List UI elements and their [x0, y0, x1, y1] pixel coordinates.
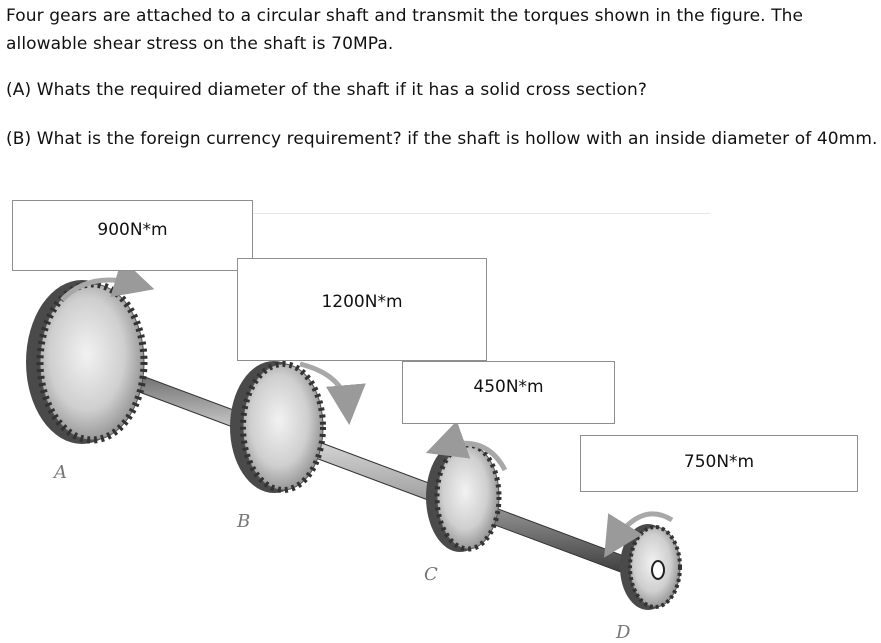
gear-label-b: B — [236, 511, 250, 532]
torque-value-c: 450N*m — [473, 377, 544, 397]
gear-label-d: D — [615, 622, 631, 643]
torque-arrow-c — [425, 420, 508, 472]
gear-label-c: C — [424, 564, 438, 585]
gear-b — [230, 361, 366, 493]
torque-box-c: 450N*m — [402, 361, 615, 424]
torque-arrow-b — [299, 361, 366, 425]
question-part-b: (B) What is the foreign currency require… — [6, 129, 878, 149]
torque-arrow-d — [604, 511, 674, 558]
torque-arrow-a — [60, 258, 155, 302]
torque-box-a: 900N*m — [12, 200, 253, 271]
divider — [12, 213, 710, 214]
torque-value-a: 900N*m — [97, 220, 168, 240]
torque-box-d: 750N*m — [580, 435, 858, 492]
question-part-a: (A) Whats the required diameter of the s… — [6, 80, 648, 100]
gear-a — [26, 258, 155, 444]
gear-d — [604, 511, 682, 610]
gear-c — [425, 420, 508, 552]
torque-value-d: 750N*m — [683, 452, 755, 472]
torque-value-b: 1200N*m — [321, 292, 403, 312]
problem-intro: Four gears are attached to a circular sh… — [6, 6, 804, 54]
torque-box-b: 1200N*m — [237, 258, 487, 361]
gear-label-a: A — [52, 462, 67, 483]
